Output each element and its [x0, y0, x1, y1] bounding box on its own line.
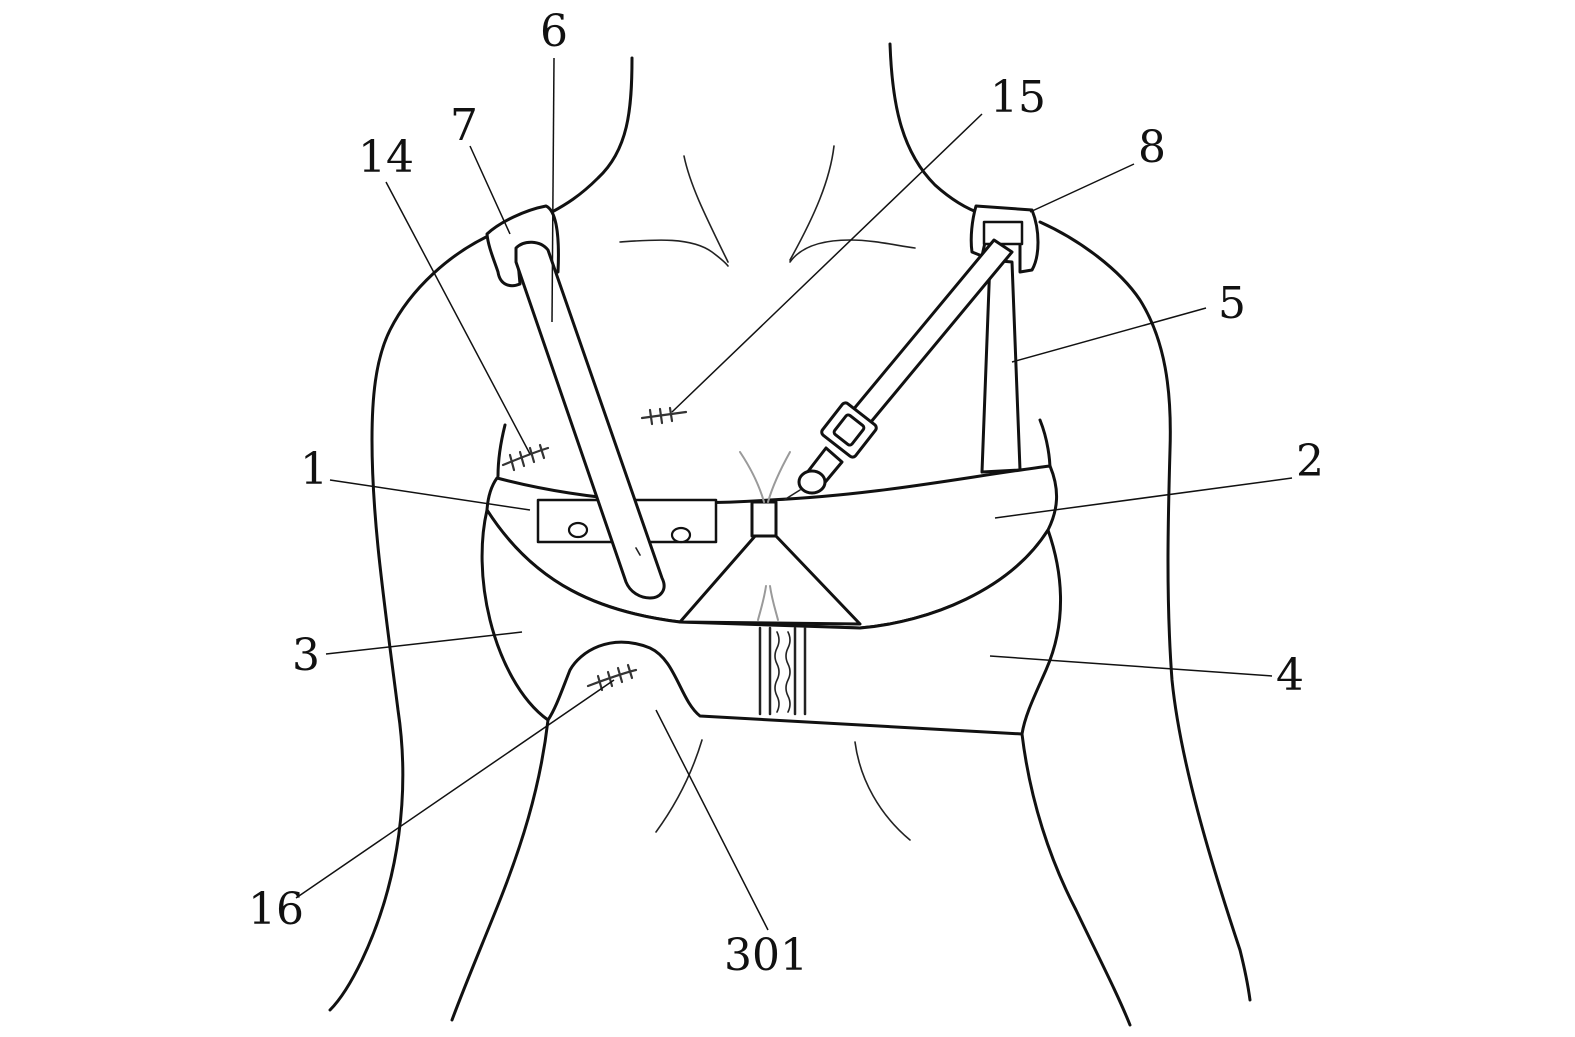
callout-labels: 1 2 3 4 5 6 7 8 14 15 16 301 — [248, 6, 1324, 981]
callout-15: 15 — [990, 72, 1046, 123]
front-connector — [750, 500, 778, 538]
callout-4: 4 — [1276, 650, 1304, 701]
elastic-strip — [758, 626, 807, 716]
drainage-tube — [514, 240, 666, 600]
callout-16: 16 — [248, 884, 304, 935]
callout-14: 14 — [358, 132, 414, 183]
callout-1: 1 — [300, 444, 328, 495]
suture-14 — [501, 443, 550, 472]
right-shoulder-buckle — [969, 204, 1040, 274]
adjustable-strap — [783, 238, 1014, 501]
lower-band — [480, 508, 1063, 736]
callout-301: 301 — [724, 930, 808, 981]
torso-outline — [328, 42, 1252, 1027]
suture-16 — [586, 663, 638, 692]
suture-15 — [640, 406, 688, 426]
callout-2: 2 — [1296, 436, 1324, 487]
callout-7: 7 — [450, 100, 478, 151]
right-shoulder-strap — [980, 258, 1022, 474]
callout-8: 8 — [1138, 122, 1166, 173]
callout-6: 6 — [540, 6, 568, 57]
callout-3: 3 — [292, 630, 320, 681]
callout-5: 5 — [1218, 278, 1246, 329]
leader-lines — [295, 57, 1293, 931]
